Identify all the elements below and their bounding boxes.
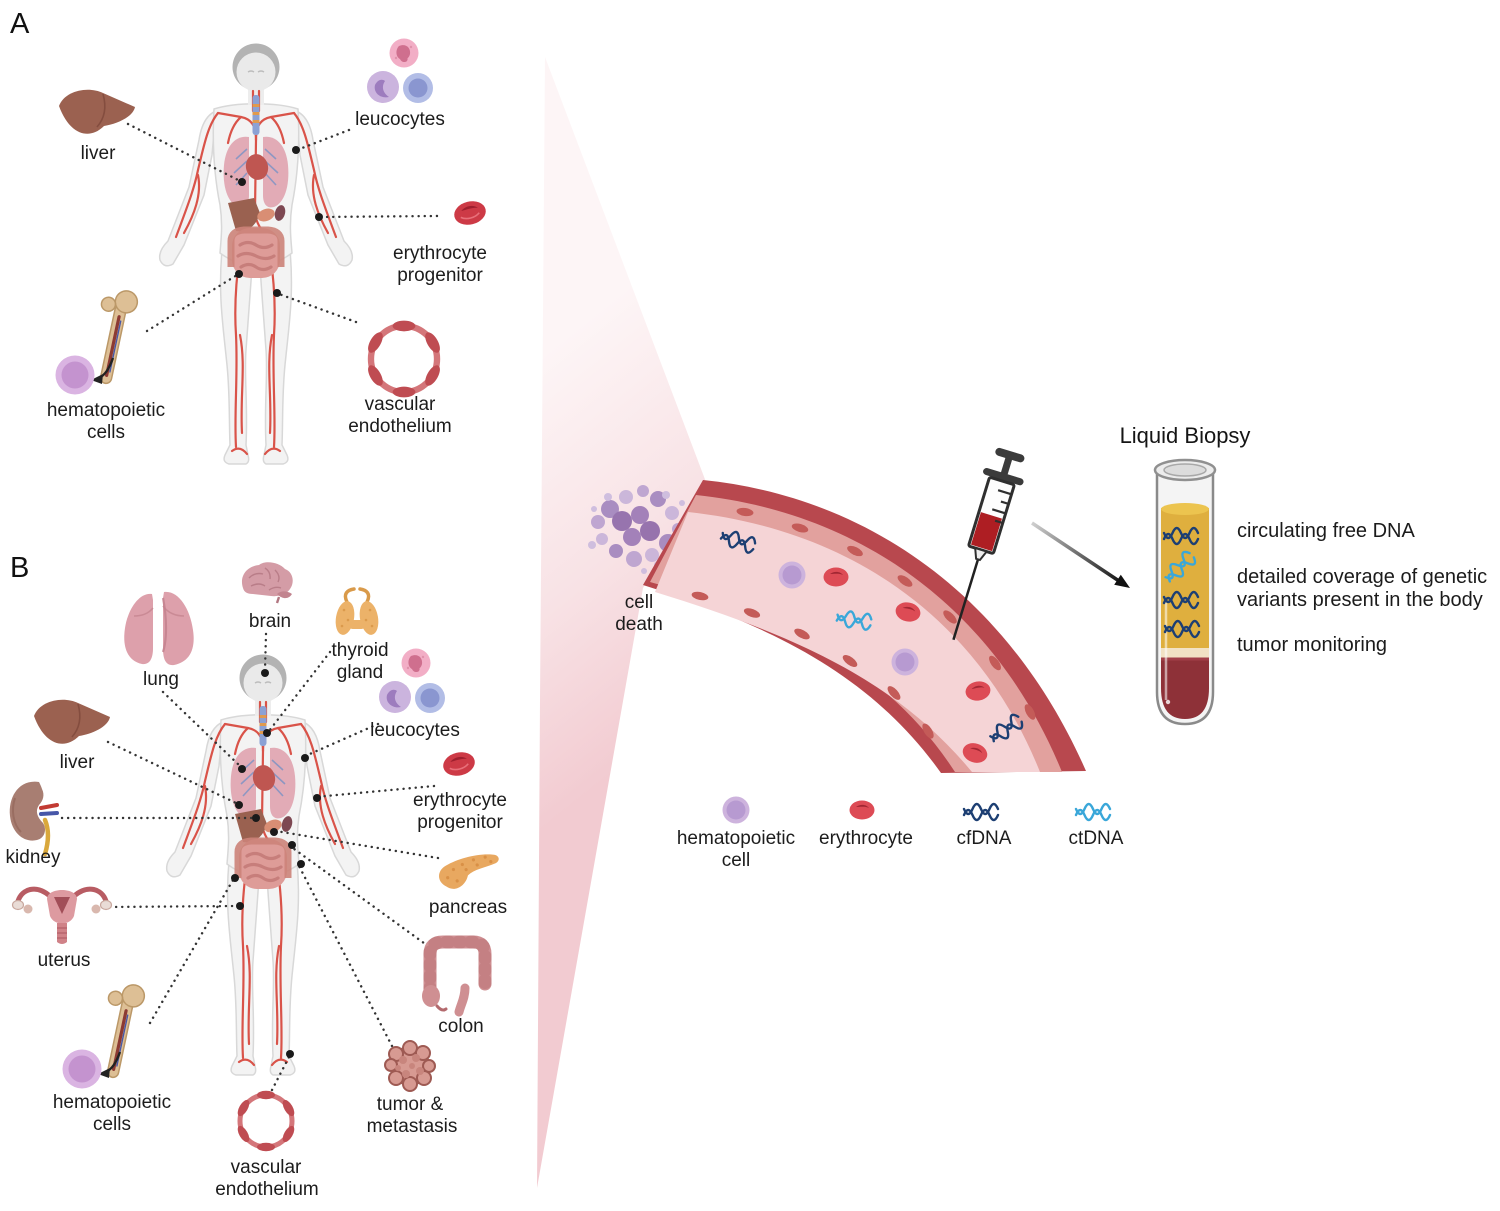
biopsy-bullet-3: tumor monitoring bbox=[1237, 634, 1388, 656]
legend-hematopoietic-line1: hematopoietic bbox=[676, 828, 796, 849]
biopsy-bullet-2-line1: detailed coverage of genetic bbox=[1237, 566, 1488, 588]
uterus-icon bbox=[11, 886, 113, 944]
label-uterus-b: uterus bbox=[37, 950, 91, 971]
leucocytes-icon bbox=[367, 38, 433, 103]
hematopoietic-cell-icon bbox=[891, 648, 919, 676]
blood-vessel-icon bbox=[643, 480, 1086, 773]
label-tumor-b-line1: tumor & bbox=[376, 1094, 444, 1115]
label-thyroid-b-line2: gland bbox=[336, 662, 384, 683]
label-thyroid-b-line1: thyroid bbox=[331, 640, 389, 661]
pancreas-icon bbox=[439, 854, 499, 889]
legend-cfdna: cfDNA bbox=[956, 828, 1012, 849]
test-tube-icon bbox=[1153, 458, 1217, 726]
label-erythrocyte-b-line1: erythrocyte bbox=[413, 790, 507, 811]
panel-a-letter: A bbox=[10, 8, 30, 40]
erythrocyte-icon bbox=[439, 748, 479, 780]
label-hematopoietic-b-line2: cells bbox=[92, 1114, 132, 1135]
lung-icon bbox=[124, 591, 194, 666]
liquid-biopsy-title: Liquid Biopsy bbox=[1119, 423, 1251, 448]
bone-marrow-icon bbox=[60, 978, 148, 1091]
arrow-icon bbox=[1031, 521, 1130, 588]
human-body-icon bbox=[160, 44, 353, 465]
biopsy-bullet-2-line2: variants present in the body bbox=[1237, 589, 1483, 611]
label-leucocytes-b: leucocytes bbox=[370, 720, 460, 741]
hematopoietic-cell-icon bbox=[722, 796, 750, 824]
label-liver-a: liver bbox=[80, 143, 116, 164]
legend-ctdna: ctDNA bbox=[1068, 828, 1124, 849]
label-hematopoietic-a-line2: cells bbox=[86, 422, 126, 443]
legend-hematopoietic-line2: cell bbox=[721, 850, 751, 871]
biopsy-bullet-1: circulating free DNA bbox=[1237, 520, 1415, 542]
panel-b-letter: B bbox=[10, 552, 30, 584]
panel-b-body-dots bbox=[231, 669, 321, 1058]
erythrocyte-icon bbox=[450, 197, 490, 229]
erythrocyte-icon bbox=[823, 567, 849, 587]
label-lung-b: lung bbox=[143, 669, 179, 690]
brain-icon bbox=[241, 562, 293, 604]
hematopoietic-cell-icon bbox=[778, 561, 806, 589]
label-pancreas-b: pancreas bbox=[428, 897, 508, 918]
cfDNA-helix-icon bbox=[962, 802, 1000, 822]
vascular-endothelium-icon bbox=[365, 321, 443, 398]
label-cell-death-line1: cell bbox=[624, 592, 654, 613]
label-erythrocyte-b-line2: progenitor bbox=[417, 812, 503, 833]
kidney-icon bbox=[9, 781, 59, 857]
human-body-icon bbox=[167, 655, 360, 1076]
label-brain-b: brain bbox=[248, 611, 292, 632]
label-tumor-b-line2: metastasis bbox=[366, 1116, 458, 1137]
label-leucocytes-a: leucocytes bbox=[355, 109, 445, 130]
label-erythrocyte-a-line2: progenitor bbox=[397, 265, 483, 286]
label-vascular-a-line1: vascular bbox=[364, 394, 436, 415]
label-vascular-a-line2: endothelium bbox=[348, 416, 452, 437]
panel-b-connectors bbox=[60, 632, 440, 1092]
syringe-icon bbox=[952, 447, 1025, 641]
label-kidney-b: kidney bbox=[5, 847, 61, 868]
ctDNA-helix-icon bbox=[1074, 802, 1112, 822]
label-cell-death-line2: death bbox=[615, 614, 663, 635]
thyroid-icon bbox=[335, 587, 379, 635]
tumor-icon bbox=[384, 1040, 436, 1092]
magnification-funnel bbox=[537, 57, 706, 1188]
erythrocyte-icon bbox=[849, 800, 875, 820]
vascular-endothelium-icon bbox=[235, 1091, 296, 1151]
legend-erythrocyte: erythrocyte bbox=[819, 828, 913, 849]
label-erythrocyte-a-line1: erythrocyte bbox=[393, 243, 487, 264]
panel-a-connectors bbox=[126, 122, 439, 333]
leucocytes-icon bbox=[379, 648, 445, 713]
label-liver-b: liver bbox=[59, 752, 95, 773]
label-vascular-b-line2: endothelium bbox=[215, 1179, 319, 1200]
label-colon-b: colon bbox=[438, 1016, 484, 1037]
liver-icon bbox=[58, 88, 136, 135]
label-hematopoietic-a-line1: hematopoietic bbox=[46, 400, 166, 421]
label-vascular-b-line1: vascular bbox=[230, 1157, 302, 1178]
colon-icon bbox=[422, 935, 492, 1017]
panel-a-body-dots bbox=[235, 146, 323, 297]
label-hematopoietic-b-line1: hematopoietic bbox=[52, 1092, 172, 1113]
liver-icon bbox=[33, 698, 111, 745]
bone-marrow-icon bbox=[53, 284, 141, 397]
